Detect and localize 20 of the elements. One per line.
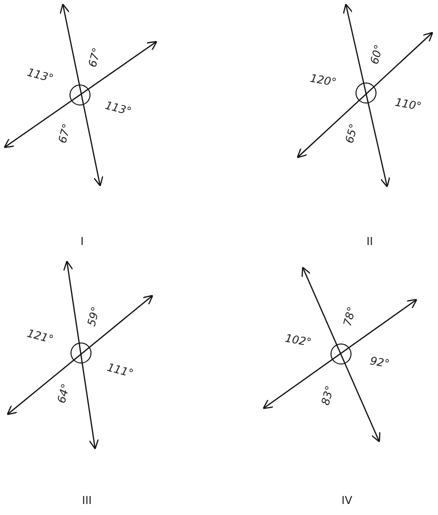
angle-label: 83° xyxy=(320,384,336,406)
angle-label: 67° xyxy=(56,122,73,144)
angle-label: 111° xyxy=(106,361,134,379)
figure-label: I xyxy=(80,236,84,246)
angle-label: 78° xyxy=(342,305,358,327)
angle-label: 59° xyxy=(86,305,102,327)
angle-label: 67° xyxy=(86,46,103,68)
figure-label: III xyxy=(82,494,92,506)
angle-label: 110° xyxy=(394,96,422,112)
angle-label: 102° xyxy=(284,332,312,348)
angle-label: 60° xyxy=(368,43,385,65)
figure-label: II xyxy=(366,236,373,246)
angle-label: 120° xyxy=(308,72,337,88)
angle-label: 64° xyxy=(56,382,72,404)
angle-label: 121° xyxy=(26,327,54,345)
figure-label: IV xyxy=(342,494,352,506)
angle-label: 113° xyxy=(104,99,132,117)
angle-label: 113° xyxy=(26,66,54,84)
angle-label: 92° xyxy=(369,354,390,370)
angle-label: 65° xyxy=(344,122,360,144)
